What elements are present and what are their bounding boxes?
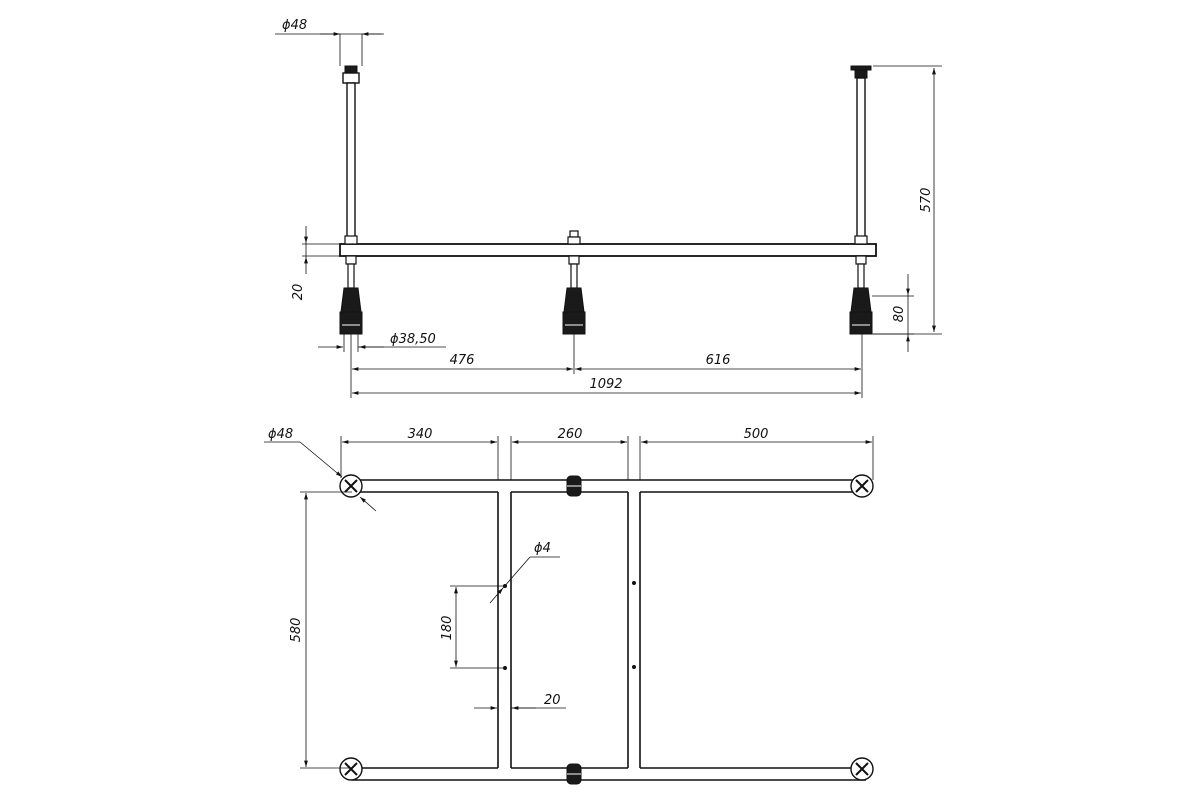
front-span-total-label: 1092: [589, 377, 622, 392]
right-upper-post: [850, 65, 872, 245]
front-pipe-diameter-label: ϕ48: [282, 18, 307, 33]
front-foot-height-label: 80: [892, 306, 907, 323]
plan-foot-bottom-left: [339, 757, 363, 781]
middle-top-bolt: [567, 230, 581, 245]
plan-middle-fitting-top: [566, 475, 582, 497]
plan-hole-diameter-label: ϕ4: [534, 541, 551, 556]
plan-span-c-label: 500: [744, 427, 769, 442]
plan-pipe-diameter-label: ϕ48: [268, 427, 293, 442]
dim-plan-hole-diameter: ϕ4: [489, 541, 560, 604]
dim-front-foot-diameter: ϕ38,50: [318, 332, 446, 352]
plan-bottom-rail: [352, 767, 866, 781]
left-upper-post: [342, 65, 360, 245]
plan-depth-label: 580: [289, 618, 304, 643]
front-leg-right: [849, 255, 873, 335]
dim-front-beam-height: 20: [291, 226, 340, 300]
front-leg-left: [339, 255, 363, 335]
front-foot-diameter-label: ϕ38,50: [390, 332, 436, 347]
dim-front-foot-height: 80: [872, 274, 914, 352]
front-view: ϕ48 570 20 80: [275, 18, 942, 398]
plan-rail-offset-label: 20: [544, 693, 561, 708]
front-span-right-label: 616: [706, 353, 731, 368]
dim-front-pipe-diameter: ϕ48: [275, 18, 384, 66]
plan-foot-top-left: [339, 474, 363, 498]
plan-top-rail: [352, 479, 866, 493]
plan-foot-top-right: [850, 474, 874, 498]
front-beam-height-label: 20: [291, 284, 306, 301]
front-span-left-label: 476: [450, 353, 475, 368]
dim-plan-pipe-diameter: ϕ48: [264, 427, 377, 512]
plan-cross-member-left: [497, 492, 512, 768]
front-height-label: 570: [919, 188, 934, 213]
hole-right-upper: [632, 581, 636, 585]
dim-plan-hole-spacing: 180: [440, 585, 505, 669]
dim-plan-spans: 340 260 500: [340, 427, 874, 480]
plan-middle-fitting-bottom: [566, 763, 582, 785]
dim-front-height: 570: [873, 65, 942, 335]
dim-plan-depth: 580: [289, 491, 352, 769]
dim-front-total: 1092: [352, 377, 861, 395]
plan-foot-bottom-right: [850, 757, 874, 781]
plan-hole-spacing-label: 180: [440, 616, 455, 641]
hole-right-lower: [632, 665, 636, 669]
plan-view: ϕ48 340 260 500 580: [264, 427, 874, 785]
plan-span-b-label: 260: [558, 427, 583, 442]
front-beam: [339, 243, 877, 257]
plan-cross-member-right: [627, 492, 641, 768]
dim-front-spans: 476 616: [352, 353, 861, 371]
front-leg-middle: [562, 255, 586, 335]
dim-plan-rail-offset: 20: [474, 690, 566, 714]
plan-span-a-label: 340: [408, 427, 433, 442]
